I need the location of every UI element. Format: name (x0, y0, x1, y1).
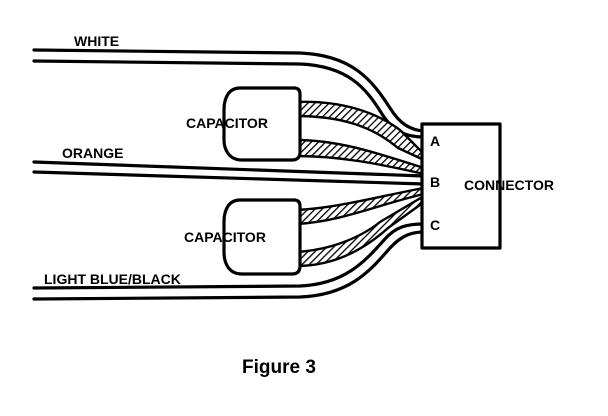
light-blue-black-wire (32, 222, 426, 301)
connector-block (420, 122, 502, 250)
capacitor-top-leads (294, 100, 426, 176)
terminal-c-label: C (430, 217, 440, 233)
terminal-b-label: B (430, 174, 440, 190)
orange-wire (32, 160, 426, 186)
capacitor-bottom-label: CAPACITOR (184, 229, 266, 245)
orange-label: ORANGE (62, 145, 123, 161)
light-blue-black-label: LIGHT BLUE/BLACK (44, 271, 181, 287)
capacitor-top-body (222, 86, 302, 162)
white-label: WHITE (74, 33, 119, 49)
connector-label: CONNECTOR (464, 177, 554, 193)
figure-caption: Figure 3 (242, 357, 316, 378)
capacitor-bottom-body (222, 198, 302, 276)
capacitor-top-label: CAPACITOR (186, 115, 268, 131)
terminal-a-label: A (430, 133, 440, 149)
